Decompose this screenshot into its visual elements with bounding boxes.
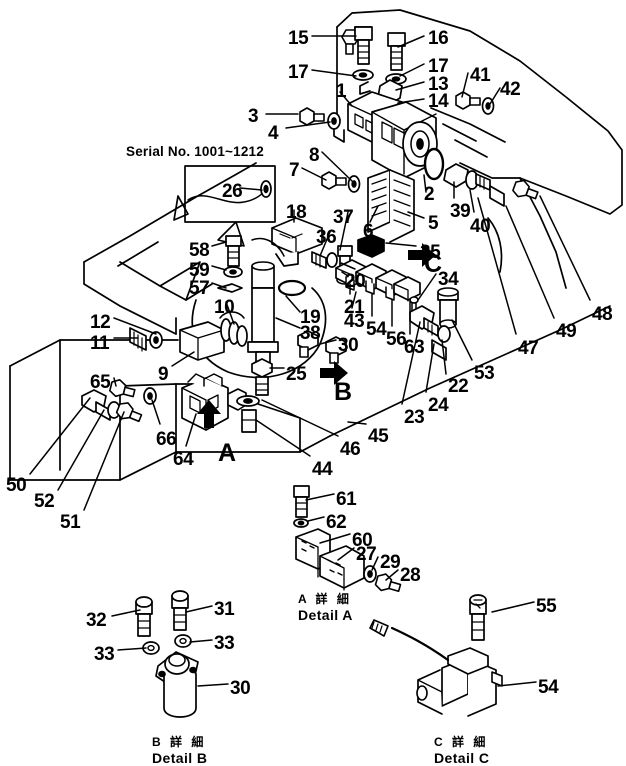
- section-arrow-c-glyph: [408, 243, 436, 267]
- section-arrow-b-glyph: [320, 361, 348, 385]
- callout-number-43: 43: [344, 311, 365, 332]
- section-arrow-letter-b: B: [334, 378, 353, 406]
- callout-number-52: 52: [34, 491, 55, 512]
- callout-number-51: 51: [60, 512, 81, 533]
- callout-number-42: 42: [500, 79, 521, 100]
- callout-number-30a: 30: [338, 335, 359, 356]
- detail-a-caption-en: Detail A: [298, 607, 353, 623]
- callout-number-15: 15: [288, 28, 309, 49]
- section-arrow-a-glyph: [197, 400, 221, 428]
- callout-number-48: 48: [592, 304, 613, 325]
- callout-number-66: 66: [156, 429, 177, 450]
- callout-number-61: 61: [336, 489, 357, 510]
- callout-number-37: 37: [333, 207, 354, 228]
- callout-number-6: 6: [363, 221, 374, 242]
- callout-number-14: 14: [428, 91, 449, 112]
- callout-number-27: 27: [356, 544, 377, 565]
- callout-number-57: 57: [189, 278, 210, 299]
- callout-number-34: 34: [438, 269, 459, 290]
- callout-number-56: 56: [386, 329, 407, 350]
- callout-number-17b: 17: [428, 56, 449, 77]
- callout-number-22: 22: [448, 376, 469, 397]
- callout-number-50: 50: [6, 475, 27, 496]
- callout-number-30b: 30: [230, 678, 251, 699]
- callout-number-23: 23: [404, 407, 425, 428]
- callout-number-32: 32: [86, 610, 107, 631]
- callout-number-33a: 33: [94, 644, 115, 665]
- callout-number-40: 40: [470, 216, 491, 237]
- callout-number-33b: 33: [214, 633, 235, 654]
- callout-number-20: 20: [345, 271, 366, 292]
- callout-number-28: 28: [400, 565, 421, 586]
- detail-a-caption-jp: A 詳 細: [298, 592, 352, 606]
- callout-number-9: 9: [158, 364, 169, 385]
- callout-number-59: 59: [189, 260, 210, 281]
- callout-number-58: 58: [189, 240, 210, 261]
- callout-number-7: 7: [289, 160, 300, 181]
- callout-number-64: 64: [173, 449, 194, 470]
- callout-number-1: 1: [336, 81, 347, 102]
- callout-number-11: 11: [90, 333, 110, 354]
- callout-number-35: 35: [420, 242, 441, 263]
- section-arrow-letter-a: A: [218, 439, 237, 467]
- callout-number-62: 62: [326, 512, 347, 533]
- serial-number-note: Serial No. 1001~1212: [126, 144, 264, 159]
- section-arrow-letter-c: C: [424, 250, 443, 278]
- detail-b-caption-en: Detail B: [152, 750, 208, 766]
- callout-number-54: 54: [366, 319, 387, 340]
- callout-number-45: 45: [368, 426, 389, 447]
- callout-number-46: 46: [340, 439, 361, 460]
- callout-number-19: 19: [300, 307, 321, 328]
- callout-number-2: 2: [424, 184, 435, 205]
- callout-number-21: 21: [344, 297, 365, 318]
- callout-number-10: 10: [214, 297, 235, 318]
- callout-number-63: 63: [404, 337, 425, 358]
- callout-number-17a: 17: [288, 62, 309, 83]
- callout-number-12: 12: [90, 312, 111, 333]
- callout-number-53: 53: [474, 363, 495, 384]
- callout-number-3: 3: [248, 106, 259, 127]
- callout-number-18: 18: [286, 202, 307, 223]
- callout-number-5: 5: [428, 213, 439, 234]
- callout-number-8: 8: [309, 145, 320, 166]
- callout-number-60: 60: [352, 530, 373, 551]
- detail-c-caption-en: Detail C: [434, 750, 490, 766]
- callout-number-36: 36: [316, 227, 337, 248]
- callout-number-38: 38: [300, 323, 321, 344]
- callout-number-39: 39: [450, 201, 471, 222]
- callout-number-55: 55: [536, 596, 557, 617]
- callout-number-49: 49: [556, 321, 577, 342]
- callout-number-24: 24: [428, 395, 449, 416]
- callout-number-41: 41: [470, 65, 491, 86]
- callout-number-31: 31: [214, 599, 235, 620]
- callout-number-47: 47: [518, 338, 539, 359]
- callout-number-16: 16: [428, 28, 449, 49]
- callout-number-29: 29: [380, 552, 401, 573]
- callout-number-13: 13: [428, 74, 449, 95]
- detail-b-caption-jp: B 詳 細: [152, 735, 207, 749]
- callout-number-4: 4: [268, 123, 279, 144]
- callout-number-65: 65: [90, 372, 111, 393]
- callout-number-54b: 54: [538, 677, 559, 698]
- detail-c-caption-jp: C 詳 細: [434, 735, 489, 749]
- callout-number-26: 26: [222, 181, 243, 202]
- callout-number-25: 25: [286, 364, 307, 385]
- callout-number-44: 44: [312, 459, 333, 480]
